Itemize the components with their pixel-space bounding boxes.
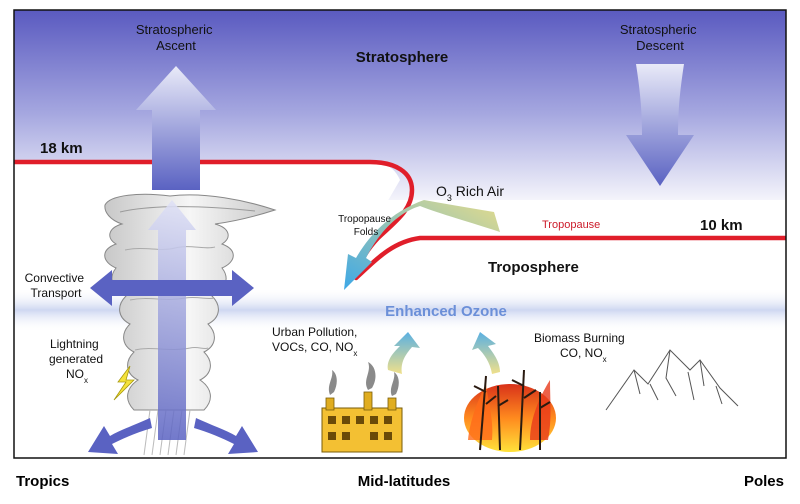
surface-inflow-right-arrow (194, 418, 258, 454)
o3-rich-air-label: O3 Rich Air (436, 183, 504, 203)
lightning-nox-label: NOx (66, 367, 88, 385)
in-cloud-updraft-arrow (148, 200, 196, 440)
biomass-species-label: CO, NOx (560, 346, 607, 364)
tropopause-folds-label: Tropopause Folds (338, 214, 394, 238)
mountains-icon (605, 349, 739, 411)
biomass-burning-label: Biomass Burning (534, 331, 625, 345)
urban-upward-arrow (387, 332, 420, 374)
convective-transport-arrow (90, 270, 254, 306)
stratospheric-ascent-arrow (136, 66, 216, 190)
stratosphere-label: Stratosphere (356, 49, 449, 66)
convective-transport-label: Convective Transport (25, 271, 88, 300)
diagram-frame (13, 9, 787, 459)
stratospheric-ascent-label: Stratospheric Ascent (136, 22, 216, 53)
factory-icon (321, 362, 403, 453)
urban-pollution-label: Urban Pollution, (272, 325, 357, 339)
altitude-18km-label: 18 km (40, 140, 83, 157)
altitude-10km-label: 10 km (700, 217, 743, 234)
stratospheric-descent-label: Stratospheric Descent (620, 22, 700, 53)
lightning-label: Lightning generated (49, 337, 103, 366)
urban-species-label: VOCs, CO, NOx (272, 340, 357, 358)
enhanced-ozone-label: Enhanced Ozone (385, 303, 507, 320)
tropopause-label: Tropopause (542, 219, 600, 231)
forest-fire-icon (464, 369, 556, 452)
lightning-bolt-icon (113, 365, 135, 401)
footer-mid-latitudes: Mid-latitudes (358, 473, 451, 490)
stratospheric-descent-arrow (626, 64, 694, 186)
footer-poles: Poles (744, 473, 784, 490)
biomass-upward-arrow (472, 332, 500, 374)
surface-inflow-left-arrow (88, 418, 152, 454)
troposphere-label: Troposphere (488, 259, 579, 276)
footer-tropics: Tropics (16, 473, 69, 490)
